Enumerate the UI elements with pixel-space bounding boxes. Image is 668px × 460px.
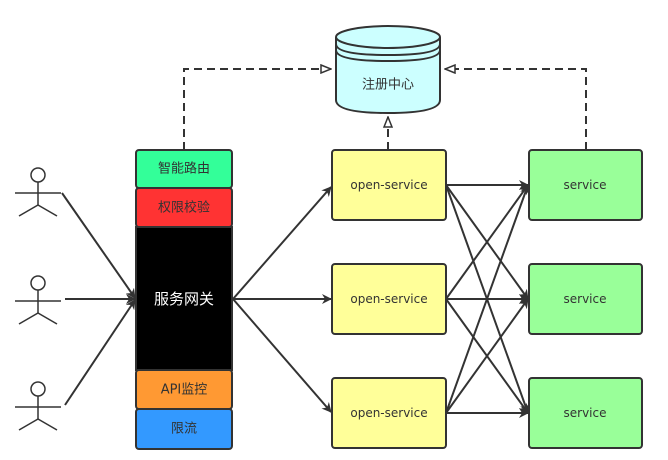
open-service-node[interactable]: open-service — [331, 263, 447, 335]
service-node[interactable]: service — [528, 377, 643, 449]
gateway-to-open-service-1-arrow — [232, 186, 332, 300]
user-actor-icon — [15, 167, 61, 217]
gateway-segment-routing-label: 智能路由 — [158, 161, 210, 177]
open-service-label: open-service — [350, 178, 427, 192]
registry-center[interactable]: 注册中心 — [335, 25, 441, 115]
user-arrows — [61, 192, 136, 406]
service-gateway-stack: 智能路由 权限校验 服务网关 API监控 限流 — [135, 149, 233, 450]
user-3-arrow — [64, 299, 136, 406]
service-label: service — [564, 406, 607, 420]
gateway-segment-monitor-label: API监控 — [161, 383, 208, 398]
open-service-node[interactable]: open-service — [331, 149, 447, 221]
open-service-3-to-service-2-arrow — [445, 298, 529, 414]
user-1-arrow — [61, 192, 136, 299]
gateway-segment-main-label: 服务网关 — [154, 290, 214, 308]
gateway-to-registry-link — [183, 69, 331, 150]
registry-label: 注册中心 — [362, 78, 414, 93]
open-service-3-to-service-1-arrow — [445, 184, 530, 414]
open-service-node[interactable]: open-service — [331, 377, 447, 449]
mesh-arrows — [445, 180, 530, 418]
service-node[interactable]: service — [528, 263, 643, 335]
registry-links — [183, 69, 587, 150]
gateway-segment-main[interactable] — [135, 226, 233, 371]
gateway-segment-ratelimit[interactable] — [135, 408, 233, 450]
open-service-label: open-service — [350, 292, 427, 306]
service-node[interactable]: service — [528, 149, 643, 221]
gateway-segment-ratelimit-label: 限流 — [171, 422, 197, 437]
gateway-arrows — [232, 186, 332, 413]
service-label: service — [564, 292, 607, 306]
open-service-label: open-service — [350, 406, 427, 420]
open-service-2-to-service-1-arrow — [445, 184, 529, 300]
service-label: service — [564, 178, 607, 192]
service-to-registry-link — [445, 69, 587, 150]
user-actor-icon — [15, 275, 61, 325]
gateway-to-open-service-3-arrow — [232, 298, 332, 413]
gateway-segment-auth-label: 权限校验 — [158, 200, 210, 216]
user-actor-icon — [15, 381, 61, 431]
